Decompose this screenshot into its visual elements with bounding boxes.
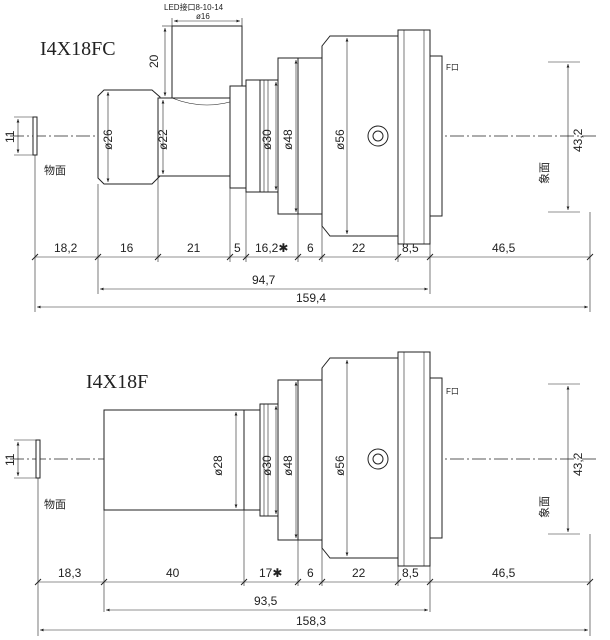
- bottom-seg-7: 46,5: [492, 566, 516, 580]
- top-seg-2: 16: [120, 241, 134, 255]
- bottom-segment-tick: [394, 578, 402, 586]
- bottom-image-label: 象面: [538, 496, 551, 518]
- bottom-f-mount: [397, 351, 431, 567]
- top-seg-9: 46,5: [492, 241, 516, 255]
- top-mount-label: F口: [446, 63, 459, 72]
- bottom-mount-label: F口: [446, 387, 459, 396]
- bottom-seg-2: 40: [166, 566, 180, 580]
- top-segment-tick: [242, 253, 250, 261]
- bottom-segment-tick: [294, 578, 302, 586]
- bottom-seg-1: 18,3: [58, 566, 82, 580]
- top-collar: [229, 85, 247, 189]
- top-dia-3: ø30: [260, 129, 274, 150]
- top-dia-1: ø26: [101, 129, 115, 150]
- top-object-height: 11: [3, 130, 17, 143]
- top-total-body: 94,7: [252, 273, 276, 287]
- top-segment-tick: [94, 253, 102, 261]
- top-neck-section: [157, 97, 231, 177]
- bottom-segment-tick: [426, 578, 434, 586]
- bottom-object-height: 11: [3, 453, 17, 466]
- top-total-length: 159,4: [296, 291, 326, 305]
- top-seg-8: 8,5: [402, 241, 419, 255]
- top-led-diameter: ø16: [196, 12, 210, 21]
- top-image-label: 象面: [538, 162, 551, 184]
- bottom-focus-knob: [367, 448, 389, 470]
- bottom-segment-tick: [100, 578, 108, 586]
- top-led-note: LED接口8-10-14: [164, 2, 224, 12]
- top-seg-5: 16,2✱: [255, 241, 288, 255]
- bottom-dia-3: ø48: [281, 455, 295, 476]
- top-segment-tick: [426, 253, 434, 261]
- top-segment-tick: [318, 253, 326, 261]
- bottom-dia-2: ø30: [260, 455, 274, 476]
- top-dia-2: ø22: [156, 129, 170, 150]
- top-seg-1: 18,2: [54, 241, 78, 255]
- bottom-segment-tick: [586, 578, 594, 586]
- top-image-height: 43,2: [571, 128, 585, 152]
- bottom-seg-4: 6: [307, 566, 314, 580]
- top-ring-30: [245, 79, 261, 193]
- bottom-seg-6: 8,5: [402, 566, 419, 580]
- bottom-front-barrel: [103, 409, 245, 511]
- bottom-segment-tick: [34, 578, 42, 586]
- bottom-segment-tick: [240, 578, 248, 586]
- top-segment-tick: [586, 253, 594, 261]
- bottom-seg-3: 17✱: [259, 566, 282, 580]
- bottom-dia-4: ø56: [333, 455, 347, 476]
- top-seg-6: 6: [307, 241, 314, 255]
- top-drawing: I4X18FC 11 物面 LED接口8-10-14 ø16 20: [3, 2, 598, 312]
- top-seg-3: 21: [187, 241, 201, 255]
- top-seg-4: 5: [234, 241, 241, 255]
- top-dia-4: ø48: [281, 129, 295, 150]
- top-segment-tick: [226, 253, 234, 261]
- top-f-mount: [397, 29, 431, 245]
- top-object-plane: [32, 116, 38, 156]
- bottom-segment-tick: [318, 578, 326, 586]
- bottom-dia-1: ø28: [211, 455, 225, 476]
- top-segment-tick: [31, 253, 39, 261]
- top-front-barrel: [97, 89, 161, 185]
- bottom-total-body: 93,5: [254, 594, 278, 608]
- bottom-total-length: 158,3: [296, 614, 326, 628]
- bottom-object-label: 物面: [44, 497, 66, 511]
- bottom-drawing: I4X18F 11 物面 F口 ø28 ø30 ø48: [3, 351, 598, 636]
- top-segment-tick: [294, 253, 302, 261]
- top-title: I4X18FC: [40, 38, 116, 60]
- top-dia-5: ø56: [333, 129, 347, 150]
- top-seg-7: 22: [352, 241, 366, 255]
- bottom-seg-5: 22: [352, 566, 366, 580]
- bottom-image-height: 43,2: [571, 452, 585, 476]
- top-focus-knob: [367, 125, 389, 147]
- top-segment-tick: [394, 253, 402, 261]
- top-object-label: 物面: [44, 163, 66, 177]
- bottom-object-plane: [35, 439, 41, 479]
- bottom-title: I4X18F: [86, 371, 148, 393]
- top-led-height: 20: [147, 54, 161, 68]
- top-segment-tick: [154, 253, 162, 261]
